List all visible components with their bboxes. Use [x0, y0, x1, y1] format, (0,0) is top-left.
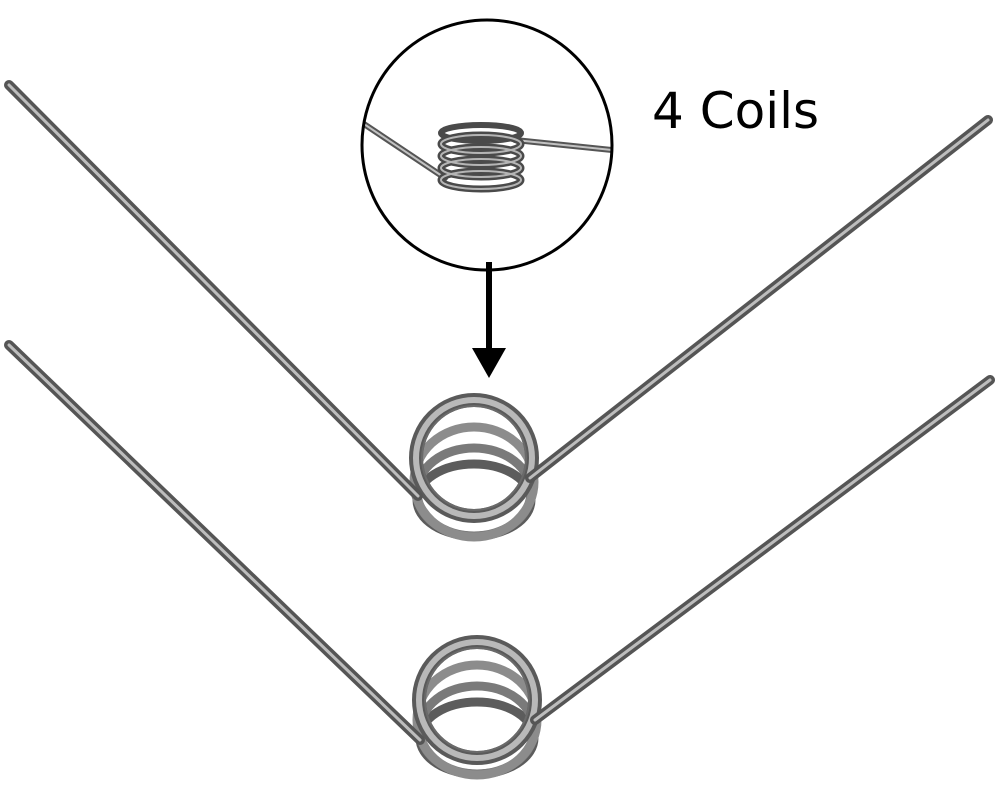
- coil-detail-callout: [360, 18, 614, 272]
- torsion-spring-lower: [4, 340, 995, 780]
- pointer-arrow: [472, 262, 506, 378]
- spring-legs-lower: [4, 340, 995, 745]
- coil-count-label: 4 Coils: [652, 82, 820, 140]
- torsion-spring-upper: [4, 80, 993, 542]
- spring-coil-upper: [409, 393, 539, 542]
- spring-legs-upper: [4, 80, 993, 501]
- coil-side-view: [362, 115, 612, 193]
- spring-coil-lower: [412, 635, 542, 780]
